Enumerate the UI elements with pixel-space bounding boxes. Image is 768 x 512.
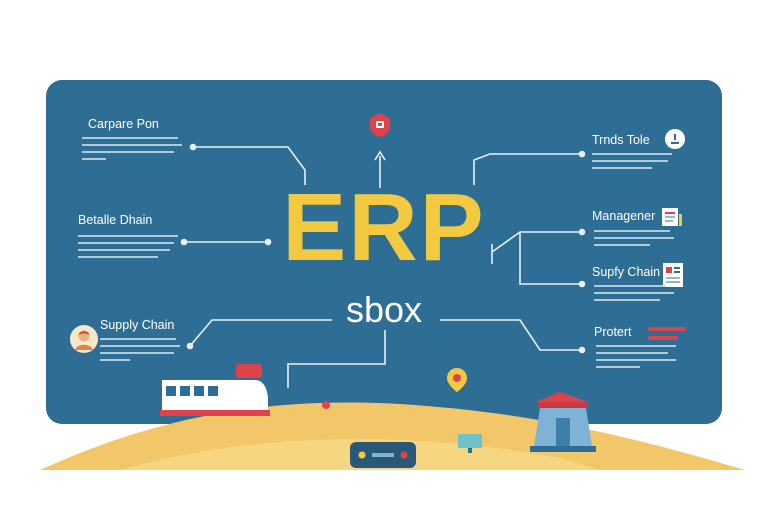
node-label-n7: Protert [594, 325, 632, 339]
node-label-n6: Supfy Chain [592, 265, 661, 279]
diagram-title: ERP [282, 174, 486, 281]
diagram-subtitle: sbox [345, 289, 423, 330]
connector-n1 [193, 146, 306, 185]
node-label-n1: Carpare Pon [88, 117, 159, 131]
node-label-n4: Trnds Tole [592, 133, 650, 147]
connector-n3 [189, 319, 332, 347]
node-text-n7 [596, 345, 676, 373]
node-label-n2: Betalle Dhain [78, 213, 153, 227]
document-icon [660, 206, 684, 233]
connector-n4 [473, 153, 582, 185]
connector-n6 [519, 232, 582, 285]
node-label-n5: Managener [592, 209, 656, 223]
document-icon-2 [662, 262, 684, 293]
user-avatar-icon [70, 325, 98, 358]
connector-bottom [287, 330, 386, 388]
connector-n7 [440, 319, 582, 351]
train-icon [160, 364, 270, 416]
node-text-n6 [594, 285, 674, 306]
node-text-n3 [100, 338, 180, 366]
info-icon [664, 128, 686, 155]
router-icon [350, 442, 416, 468]
node-text-n5 [594, 230, 674, 251]
map-pin-icon [447, 368, 467, 392]
node-label-n3: Supply Chain [100, 318, 175, 332]
pavilion-icon [530, 392, 596, 452]
red-bar-icon [648, 326, 688, 347]
node-text-n4 [592, 153, 672, 174]
monitor-icon [458, 434, 482, 453]
node-text-n1 [82, 137, 182, 165]
shield-icon [368, 112, 392, 143]
node-text-n2 [78, 235, 178, 263]
